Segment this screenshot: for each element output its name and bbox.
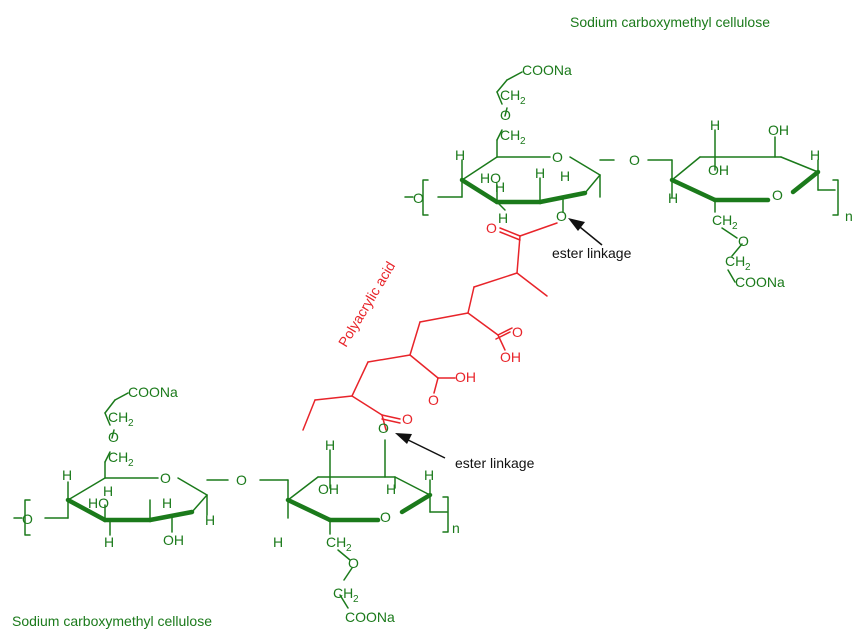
repeat-n-bottom: n <box>452 520 460 536</box>
ring-oxygen: O <box>772 187 783 203</box>
ester-arrow-top <box>568 218 603 246</box>
svg-text:2: 2 <box>745 262 751 273</box>
svg-text:O: O <box>22 511 33 527</box>
svg-text:H: H <box>205 512 215 528</box>
svg-text:O: O <box>512 324 523 340</box>
svg-text:OH: OH <box>708 162 729 178</box>
svg-text:H: H <box>810 147 820 163</box>
atom-coona-top-left: COONa <box>522 62 572 78</box>
svg-text:H: H <box>386 481 396 497</box>
svg-text:2: 2 <box>520 96 526 107</box>
svg-text:O: O <box>348 555 359 571</box>
svg-text:O: O <box>486 220 497 236</box>
svg-text:OH: OH <box>455 369 476 385</box>
repeat-n-top: n <box>845 208 853 224</box>
svg-text:OH: OH <box>768 122 789 138</box>
svg-text:HO: HO <box>480 170 501 186</box>
bracket-right-bottom <box>442 496 449 533</box>
svg-text:CH: CH <box>108 409 128 425</box>
svg-text:CH: CH <box>326 534 346 550</box>
svg-text:CH: CH <box>333 585 353 601</box>
svg-text:OH: OH <box>318 481 339 497</box>
svg-text:2: 2 <box>732 221 738 232</box>
title-cmc-bottom: Sodium carboxymethyl cellulose <box>12 613 212 629</box>
svg-text:O: O <box>413 190 424 206</box>
svg-text:H: H <box>710 117 720 133</box>
ester-arrow-bottom <box>395 433 446 459</box>
label-ester-linkage-top: ester linkage <box>552 245 632 261</box>
svg-text:H: H <box>560 168 570 184</box>
svg-text:2: 2 <box>353 594 359 605</box>
ring-oxygen: O <box>552 149 563 165</box>
ester-oxygen-bottom: O <box>378 420 389 436</box>
label-ester-linkage-bottom: ester linkage <box>455 455 535 471</box>
svg-text:CH: CH <box>712 212 732 228</box>
svg-text:H: H <box>668 190 678 206</box>
svg-text:H: H <box>455 147 465 163</box>
svg-text:O: O <box>402 411 413 427</box>
label-polyacrylic-acid: Polyacrylic acid <box>335 259 398 350</box>
svg-text:CH: CH <box>725 253 745 269</box>
svg-text:2: 2 <box>128 418 134 429</box>
polyacrylic-acid-backbone <box>302 222 558 431</box>
title-cmc-top: Sodium carboxymethyl cellulose <box>570 14 770 30</box>
svg-text:CH: CH <box>500 127 520 143</box>
bracket-left-top <box>422 179 429 216</box>
svg-text:2: 2 <box>520 136 526 147</box>
bracket-right-top <box>832 179 839 216</box>
svg-text:2: 2 <box>346 543 352 554</box>
svg-text:H: H <box>162 495 172 511</box>
ring-oxygen: O <box>380 509 391 525</box>
atom-coona-top-right: COONa <box>735 274 785 290</box>
svg-text:O: O <box>108 429 119 445</box>
top-cellulose-chain <box>404 71 839 283</box>
svg-text:H: H <box>535 165 545 181</box>
svg-text:O: O <box>428 392 439 408</box>
svg-text:H: H <box>424 467 434 483</box>
svg-text:H: H <box>325 437 335 453</box>
ring-oxygen: O <box>160 470 171 486</box>
svg-text:H: H <box>103 483 113 499</box>
svg-text:H: H <box>62 467 72 483</box>
svg-text:H: H <box>498 210 508 226</box>
svg-text:H: H <box>495 179 505 195</box>
svg-text:OH: OH <box>163 532 184 548</box>
atom-o: O <box>500 107 511 123</box>
bottom-cellulose-chain <box>13 392 449 609</box>
bracket-left-bottom <box>24 499 31 536</box>
atom-coona-bottom-right: COONa <box>345 609 395 625</box>
atom-coona-bottom-left: COONa <box>128 384 178 400</box>
glycosidic-oxygen-bottom: O <box>236 472 247 488</box>
svg-text:OH: OH <box>500 349 521 365</box>
svg-text:2: 2 <box>128 458 134 469</box>
ester-oxygen-top: O <box>556 208 567 224</box>
svg-text:O: O <box>738 233 749 249</box>
svg-text:H: H <box>104 534 114 550</box>
svg-text:HO: HO <box>88 495 109 511</box>
svg-text:H: H <box>273 534 283 550</box>
svg-text:CH: CH <box>108 449 128 465</box>
svg-text:CH: CH <box>500 87 520 103</box>
glycosidic-oxygen-top: O <box>629 152 640 168</box>
